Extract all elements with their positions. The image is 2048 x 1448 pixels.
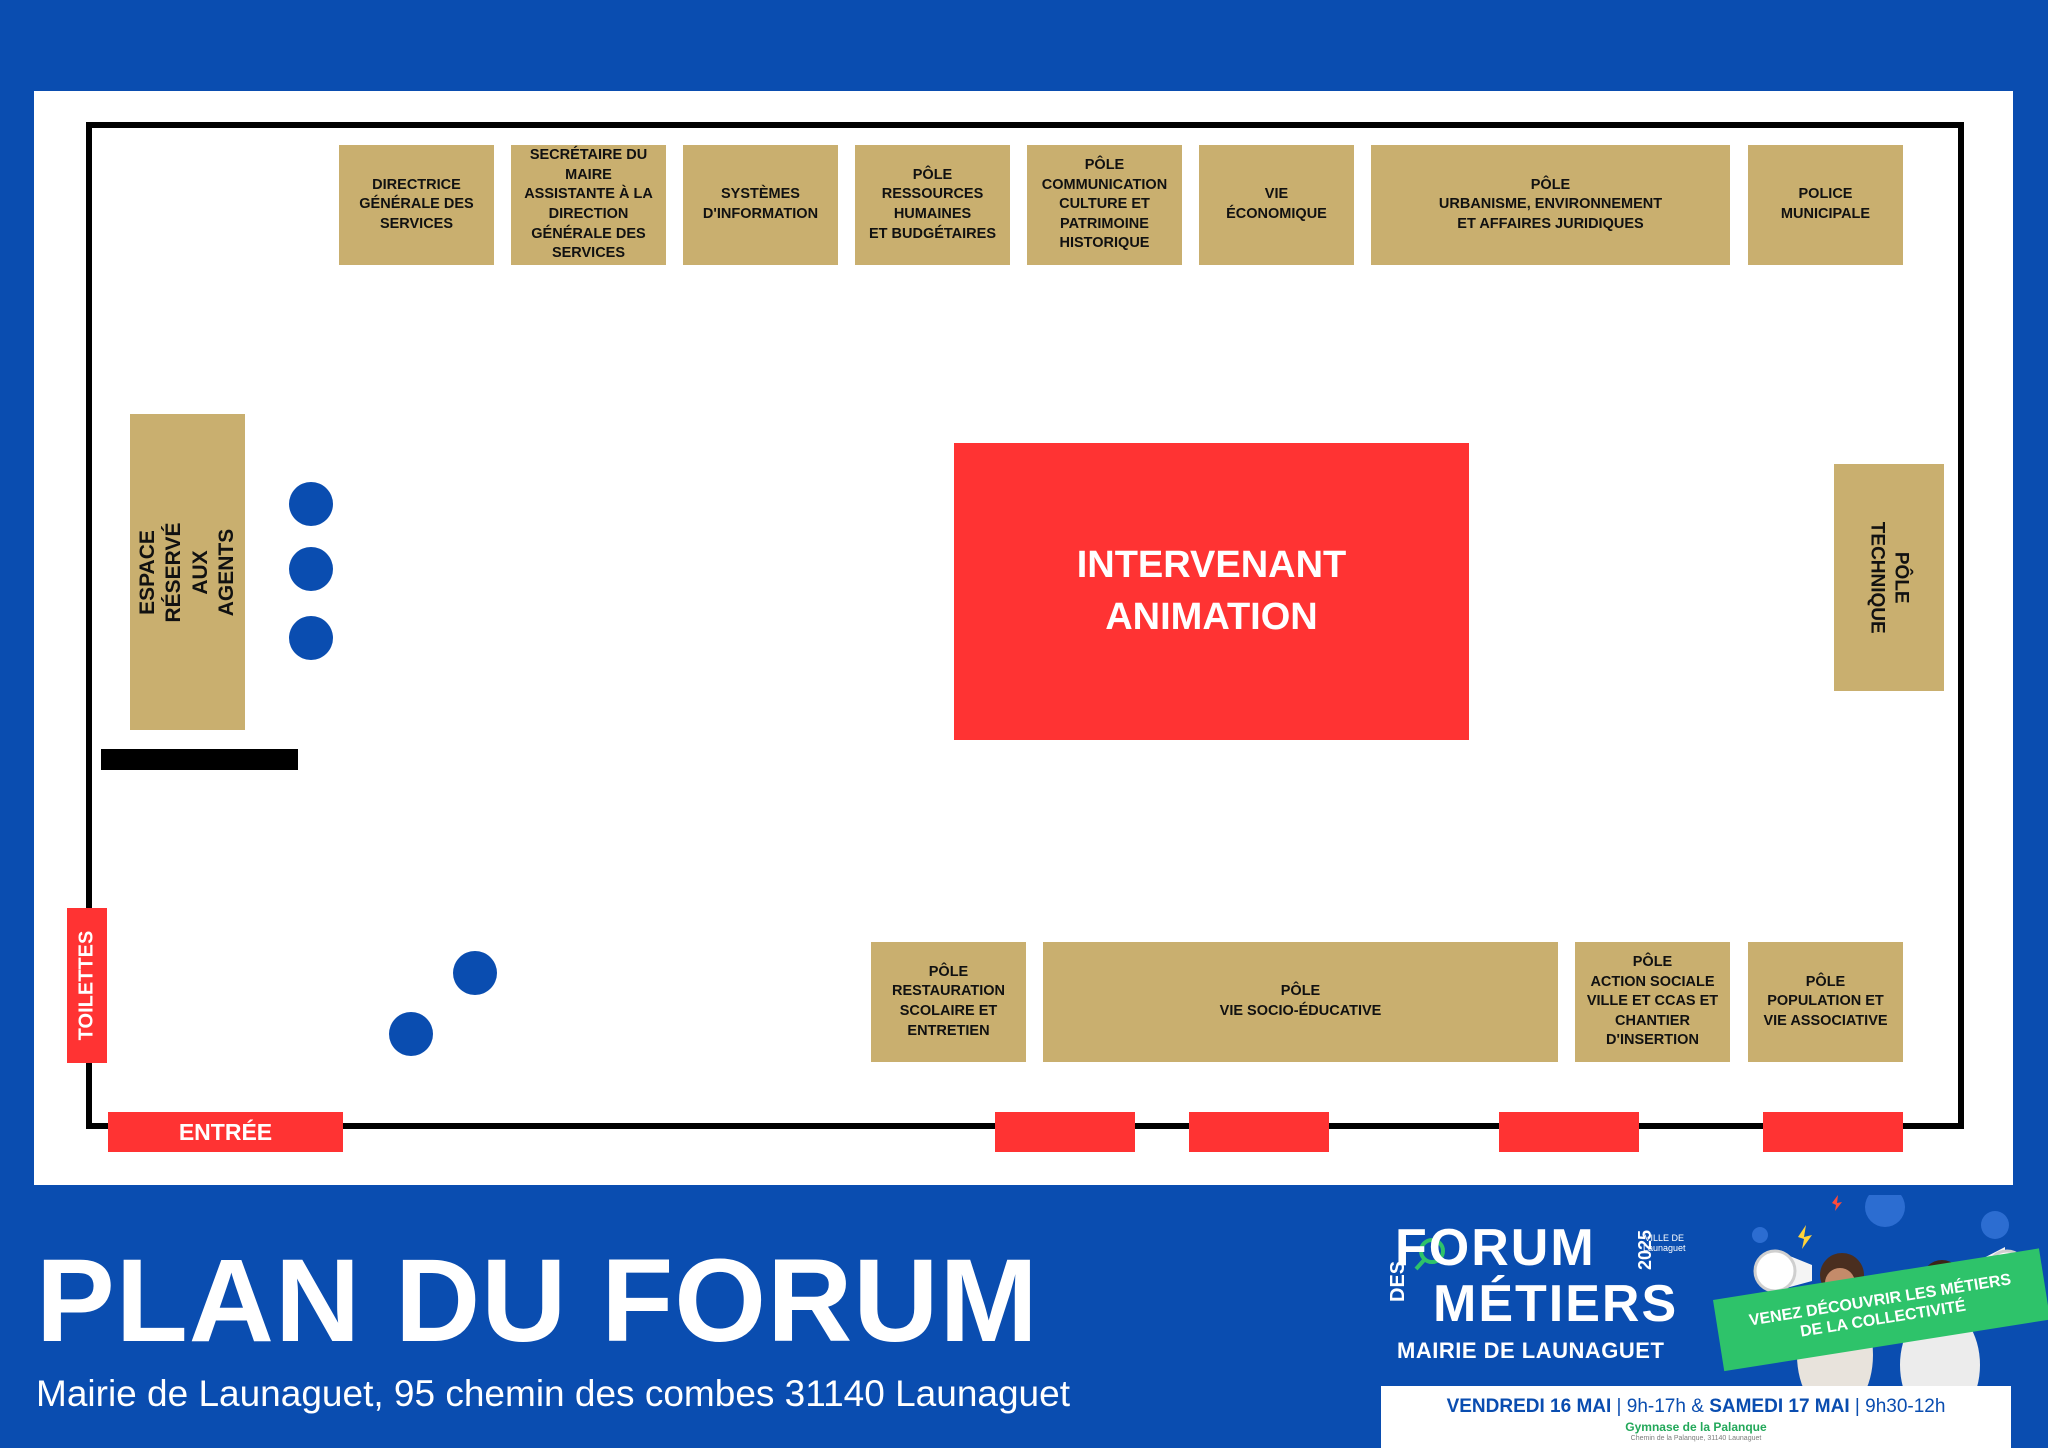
entrance-sign: ENTRÉE <box>108 1112 343 1152</box>
address-text: Mairie de Launaguet, 95 chemin des combe… <box>36 1373 1070 1414</box>
day1: VENDREDI 16 MAI <box>1446 1396 1612 1417</box>
seat-dot <box>289 616 333 660</box>
venue-address: Chemin de la Palanque, 31140 Launaguet <box>1630 1435 1762 1442</box>
logo-des: DES <box>1387 1260 1409 1302</box>
lightning-icon <box>1798 1225 1812 1249</box>
door-block <box>995 1112 1135 1152</box>
booth-label: PÔLE URBANISME, ENVIRONNEMENT ET AFFAIRE… <box>1438 176 1663 232</box>
ville-logo: VILLE DE Launaguet <box>1643 1233 1686 1253</box>
intervenant-animation-area: INTERVENANT ANIMATION <box>954 443 1469 740</box>
booth-action-sociale: PÔLE ACTION SOCIALE VILLE ET CCAS ET CHA… <box>1575 942 1730 1062</box>
date-bar: VENDREDI 16 MAI | 9h-17h & SAMEDI 17 MAI… <box>1381 1386 2011 1448</box>
magnifier-icon <box>1419 1238 1445 1264</box>
booth-label: PÔLE COMMUNICATION CULTURE ET PATRIMOINE… <box>1041 157 1168 252</box>
booth-label: PÔLE ACTION SOCIALE VILLE ET CCAS ET CHA… <box>1586 954 1719 1049</box>
technique-label: PÔLE TECHNIQUE <box>1867 521 1912 634</box>
seat-dot <box>389 1012 433 1056</box>
booth-label: PÔLE RESSOURCES HUMAINES ET BUDGÉTAIRES <box>868 166 997 242</box>
seat-dot <box>453 951 497 995</box>
booth-pole-technique: PÔLE TECHNIQUE <box>1834 464 1944 691</box>
date-line: VENDREDI 16 MAI | 9h-17h & SAMEDI 17 MAI… <box>1446 1396 1946 1417</box>
booth-directrice-generale: DIRECTRICE GÉNÉRALE DES SERVICES <box>339 145 494 265</box>
amp: & <box>1691 1396 1704 1417</box>
door-block <box>1189 1112 1329 1152</box>
hours1: 9h-17h <box>1626 1396 1686 1417</box>
booth-communication: PÔLE COMMUNICATION CULTURE ET PATRIMOINE… <box>1027 145 1182 265</box>
seat-dot <box>289 482 333 526</box>
booth-population-associative: PÔLE POPULATION ET VIE ASSOCIATIVE <box>1748 942 1903 1062</box>
booth-label: SYSTÈMES D'INFORMATION <box>702 186 819 222</box>
hours2: 9h30-12h <box>1865 1396 1946 1417</box>
toilettes-label: TOILETTES <box>75 930 98 1041</box>
booth-police-municipale: POLICE MUNICIPALE <box>1748 145 1903 265</box>
day2: SAMEDI 17 MAI <box>1709 1396 1850 1417</box>
seat-dot <box>289 547 333 591</box>
booth-urbanisme: PÔLE URBANISME, ENVIRONNEMENT ET AFFAIRE… <box>1371 145 1730 265</box>
booth-label: VIE ÉCONOMIQUE <box>1226 186 1327 222</box>
booth-secretaire-maire: SECRÉTAIRE DU MAIRE ASSISTANTE À LA DIRE… <box>511 145 666 265</box>
magnifier-handle <box>1414 1257 1427 1271</box>
megaphone-icon <box>1753 1249 1812 1293</box>
logo-mairie: MAIRIE DE LAUNAGUET <box>1397 1338 1665 1363</box>
booth-label: PÔLE VIE SOCIO-ÉDUCATIVE <box>1219 983 1382 1019</box>
booth-label: DIRECTRICE GÉNÉRALE DES SERVICES <box>359 176 474 232</box>
booth-systemes-information: SYSTÈMES D'INFORMATION <box>683 145 838 265</box>
booth-restauration-scolaire: PÔLE RESTAURATION SCOLAIRE ET ENTRETIEN <box>871 942 1026 1062</box>
agents-area-label: ESPACE RÉSERVÉ AUX AGENTS <box>136 522 238 622</box>
logo-metiers: MÉTIERS <box>1433 1275 1679 1333</box>
center-label: INTERVENANT ANIMATION <box>1076 544 1347 638</box>
booth-label: SECRÉTAIRE DU MAIRE ASSISTANTE À LA DIRE… <box>524 147 653 262</box>
toilettes-sign: TOILETTES <box>67 908 107 1063</box>
entree-label: ENTRÉE <box>178 1118 273 1145</box>
barrier-bar <box>101 749 298 770</box>
door-block <box>1499 1112 1639 1152</box>
booth-label: PÔLE POPULATION ET VIE ASSOCIATIVE <box>1763 973 1888 1029</box>
booth-ressources-humaines: PÔLE RESSOURCES HUMAINES ET BUDGÉTAIRES <box>855 145 1010 265</box>
venue-name: Gymnase de la Palanque <box>1625 1420 1767 1434</box>
door-block <box>1763 1112 1903 1152</box>
page-title: PLAN DU FORUM <box>36 1235 1039 1367</box>
agents-reserved-area: ESPACE RÉSERVÉ AUX AGENTS <box>130 414 245 730</box>
booth-vie-socio-educative: PÔLE VIE SOCIO-ÉDUCATIVE <box>1043 942 1558 1062</box>
logo-forum: FORUM <box>1395 1219 1596 1277</box>
booth-label: PÔLE RESTAURATION SCOLAIRE ET ENTRETIEN <box>891 963 1006 1039</box>
booth-label: POLICE MUNICIPALE <box>1780 186 1871 222</box>
lightning-icon <box>1832 1195 1842 1211</box>
booth-vie-economique: VIE ÉCONOMIQUE <box>1199 145 1354 265</box>
